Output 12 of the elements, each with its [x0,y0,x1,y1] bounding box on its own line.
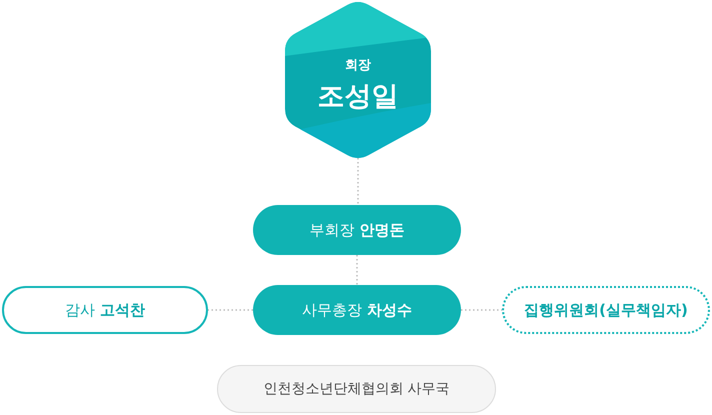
role-pill: 사무총장 차성수 [253,285,461,335]
connector-line [356,255,358,285]
role-pill: 감사 고석찬 [2,286,208,334]
connector-line [208,309,253,311]
office-pill: 인천청소년단체협의회 사무국 [217,365,496,413]
title-text: 회장 [345,59,371,72]
role-pill: 부회장 안명돈 [253,205,461,255]
dotted-pill: 집행위원회(실무책임자) [502,286,710,334]
connector-line [357,158,359,205]
hexagon-badge [285,2,431,158]
connector-line [461,309,502,311]
person-name: 조성일 [318,83,398,110]
